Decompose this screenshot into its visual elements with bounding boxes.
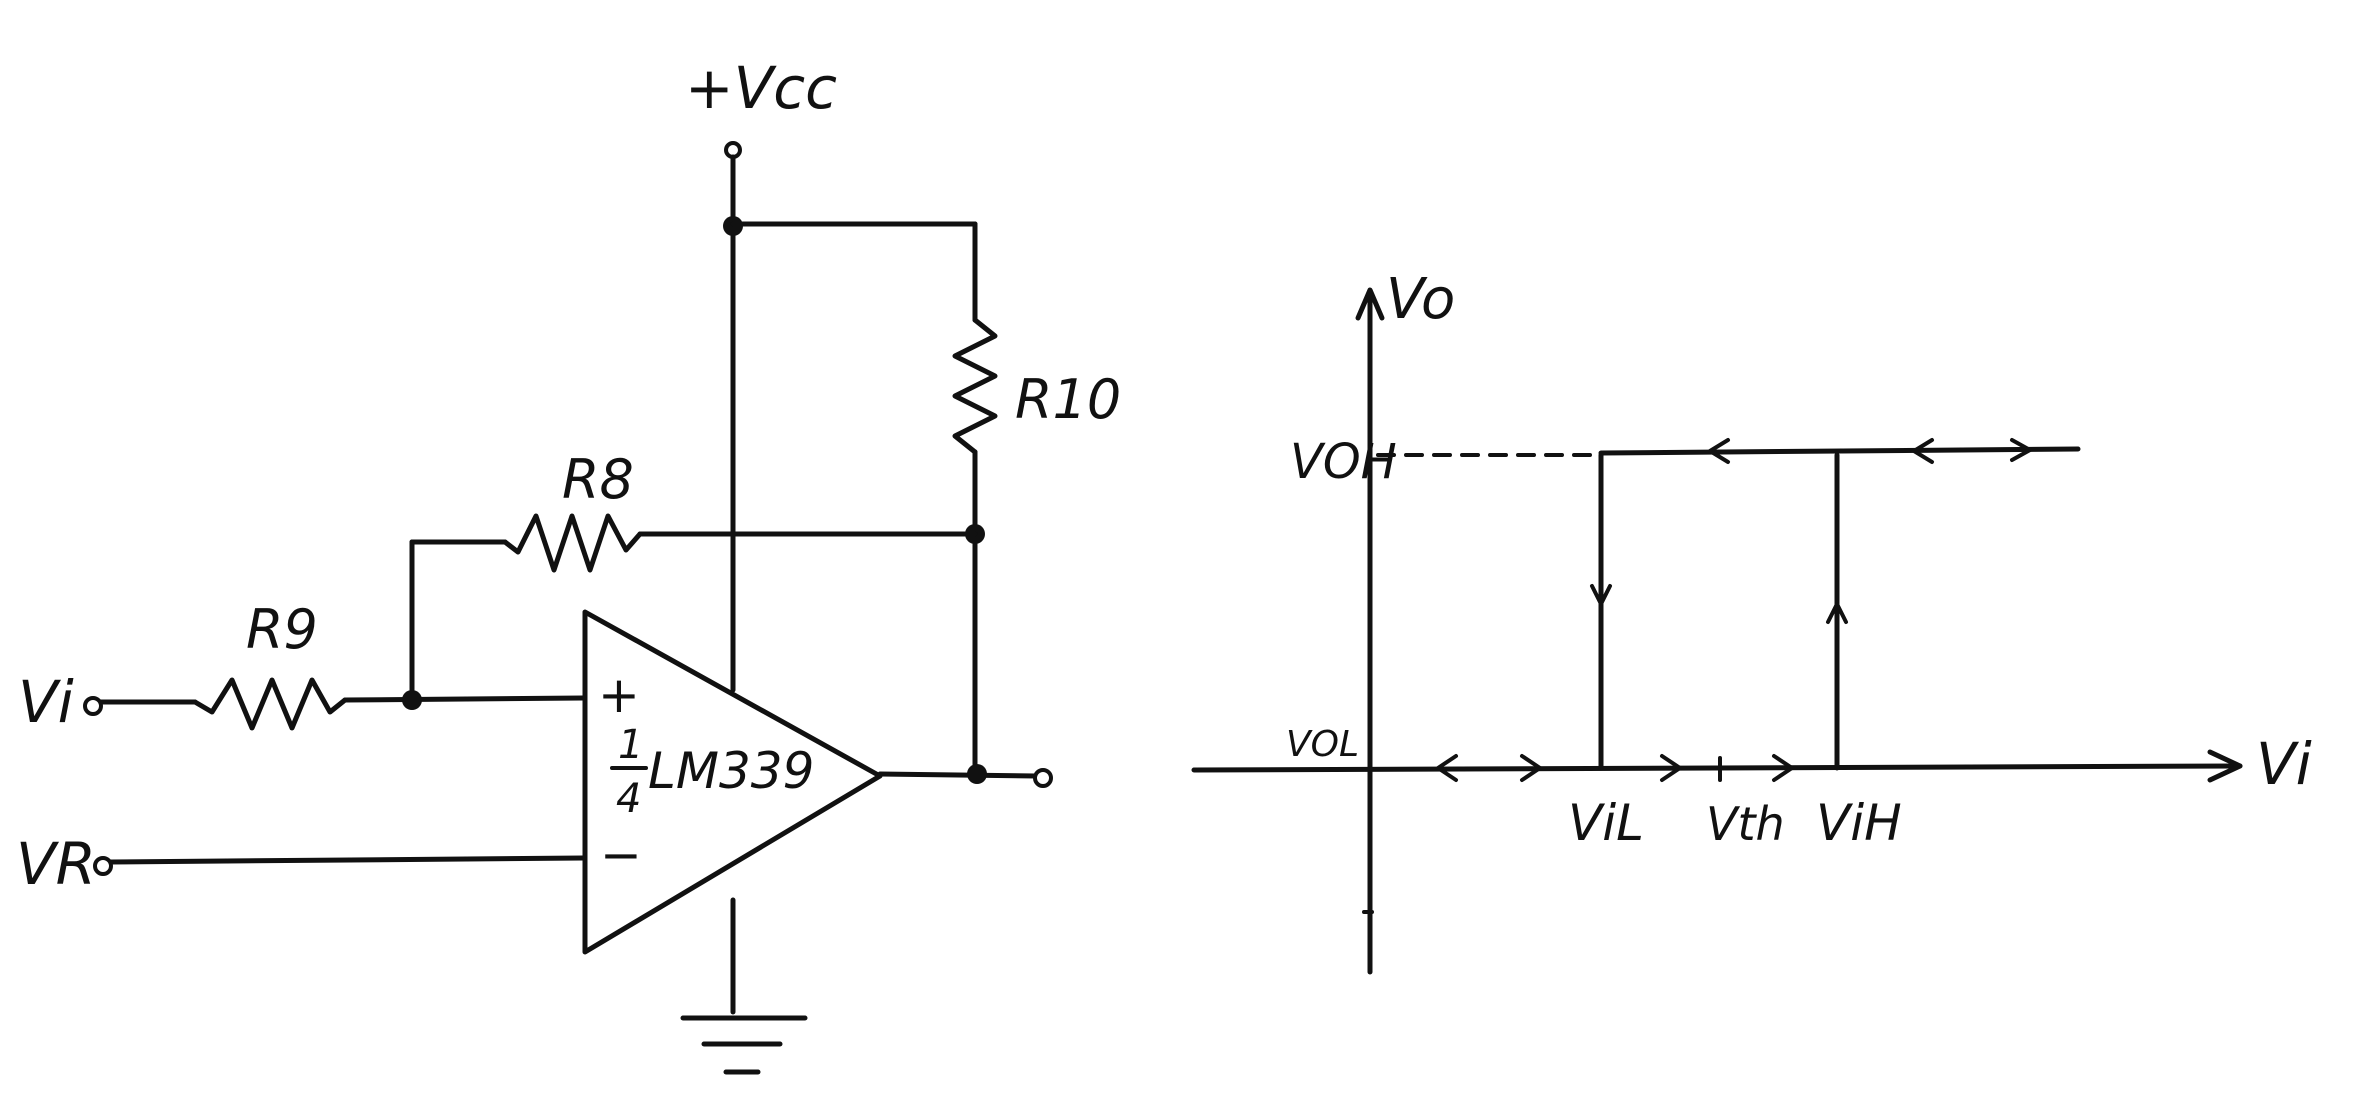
y-axis-label: Vo	[1386, 267, 1455, 332]
high-left-arrow-2	[1912, 438, 1934, 464]
high-left-arrow	[1708, 438, 1730, 464]
r9-label: R9	[246, 598, 318, 661]
hysteresis-graph: Vo Vi VOH VOL ViL Vth ViH	[1191, 267, 2312, 975]
vol-label: VOL	[1286, 724, 1359, 765]
r10-label: R10	[1015, 368, 1121, 431]
r8-resistor	[502, 513, 643, 573]
vr-terminal	[93, 856, 113, 876]
y-axis-arrowhead	[1355, 287, 1385, 321]
voh-label: VOH	[1290, 434, 1397, 490]
low-right-arrow	[1520, 754, 1542, 782]
output-wire	[877, 771, 1039, 779]
x-axis	[1191, 763, 2243, 773]
high-level-line	[1598, 446, 2081, 456]
x-axis-label: Vi	[2256, 730, 2312, 798]
vil-down-arrow	[1590, 584, 1612, 606]
fraction-numerator: 1	[618, 722, 643, 768]
vr-input-label: VR	[16, 830, 96, 898]
vih-label: ViH	[1816, 794, 1902, 852]
chip-label: LM339	[648, 742, 814, 800]
low-left-arrow	[1436, 754, 1458, 782]
r9-r8-junction-dot	[402, 690, 422, 710]
x-axis-arrowhead	[2207, 749, 2243, 783]
comparator-triangle	[582, 609, 883, 955]
vih-up-arrow	[1826, 602, 1848, 624]
vi-input-label: Vi	[18, 668, 74, 736]
r9-to-plus-wire	[342, 695, 586, 703]
low-right-arrow-2	[1660, 754, 1682, 782]
comparator-circuit: +Vcc R10 R8 Vi R9 VR	[16, 54, 1121, 1075]
minus-input-sign: −	[600, 826, 642, 884]
vr-wire	[108, 855, 586, 865]
output-junction-dot	[967, 764, 987, 784]
vi-terminal	[83, 696, 103, 716]
high-right-arrow	[2010, 438, 2032, 462]
vcc-label: +Vcc	[685, 54, 837, 122]
vth-label: Vth	[1706, 797, 1785, 851]
low-right-arrow-3	[1772, 754, 1794, 782]
plus-input-sign: +	[598, 666, 640, 724]
vil-label: ViL	[1568, 794, 1644, 852]
r10-resistor	[952, 317, 998, 455]
r8-label: R8	[562, 448, 634, 511]
output-terminal	[1033, 768, 1053, 788]
fraction-denominator: 4	[616, 776, 641, 822]
r9-resistor	[192, 677, 348, 731]
